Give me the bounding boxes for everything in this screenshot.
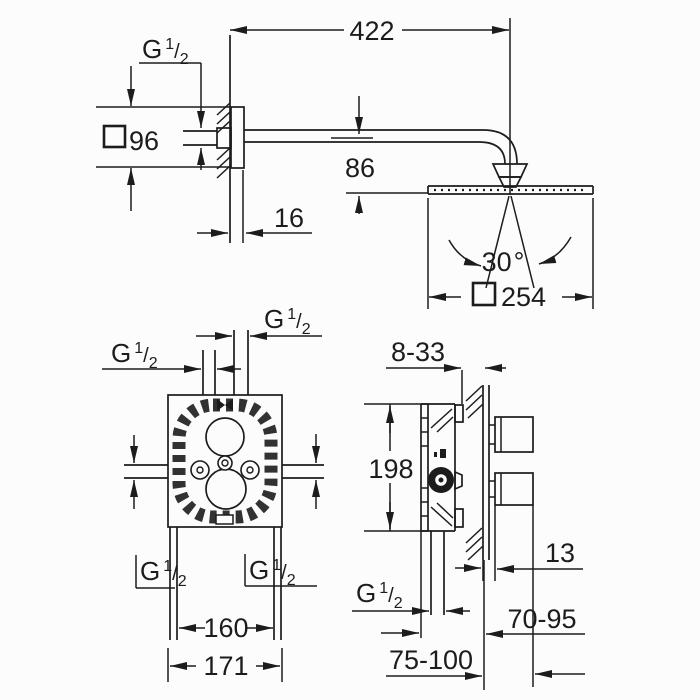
- arm-length-label: 422: [349, 16, 394, 46]
- square-symbol-icon: [102, 124, 127, 149]
- lower-port-circle: [205, 468, 247, 510]
- upper-port-circle: [205, 417, 245, 457]
- knob-stem: [454, 470, 463, 491]
- dim-install-depth-total: 75-100: [386, 645, 585, 680]
- valve-housing-front: [167, 394, 283, 528]
- body-height-label: 198: [368, 454, 413, 484]
- install-depth-total-label: 75-100: [389, 645, 473, 675]
- escutcheon-depth-label: 16: [274, 203, 304, 233]
- dim-port-spacing: 160: [179, 613, 273, 643]
- lower-handle: [494, 472, 534, 506]
- upper-handle: [494, 416, 534, 453]
- dim-handle-projection: 13: [455, 505, 583, 581]
- dim-drop-height: 86: [331, 96, 428, 214]
- dim-recess-depth: 8-33: [386, 337, 506, 404]
- finished-wall: [465, 385, 490, 561]
- bottom-port-stubs: [169, 527, 282, 640]
- install-depth-wall-label: 70-95: [507, 604, 576, 634]
- dim-escutcheon-width: 96: [96, 66, 231, 211]
- left-screw: [190, 460, 210, 480]
- handle-projection-label: 13: [545, 538, 575, 568]
- square-symbol-icon: [471, 281, 497, 307]
- upper-mounting-tab: [454, 404, 464, 423]
- side-port-stubs: [124, 434, 324, 509]
- swivel-angle-label: 30°: [482, 247, 525, 277]
- arm-escutcheon: [230, 106, 245, 169]
- right-screw: [240, 460, 260, 480]
- drop-height-label: 86: [345, 153, 375, 183]
- supply-pipe: [183, 127, 232, 149]
- bottom-port-stub-side: [420, 505, 534, 690]
- ball-joint: [491, 163, 529, 188]
- mounting-rosette: [172, 398, 278, 525]
- dim-install-depth-wall: 70-95: [381, 604, 585, 638]
- dim-overall-width: 171: [167, 648, 283, 682]
- dim-body-height: 198: [364, 403, 428, 532]
- shower-arm: [244, 129, 518, 165]
- valve-body-side: [420, 403, 464, 532]
- recess-depth-label: 8-33: [391, 337, 445, 367]
- dim-arm-length: 422: [230, 16, 509, 46]
- swivel-angle: 30°: [448, 195, 572, 289]
- top-view: 422: [96, 16, 594, 312]
- escutcheon-width-label: 96: [129, 126, 159, 156]
- indicator-mark: [434, 452, 437, 457]
- port-spacing-label: 160: [203, 613, 248, 643]
- indicator-mark: [440, 449, 446, 458]
- lower-mounting-tab: [454, 508, 464, 528]
- handles-side: [489, 416, 534, 506]
- top-port-stubs: [202, 330, 249, 395]
- overall-width-label: 171: [203, 651, 248, 681]
- dim-escutcheon-depth: 16: [197, 170, 312, 243]
- dim-head-size: 254: [427, 198, 594, 312]
- wall-section: [216, 35, 231, 243]
- head-size-label: 254: [501, 282, 546, 312]
